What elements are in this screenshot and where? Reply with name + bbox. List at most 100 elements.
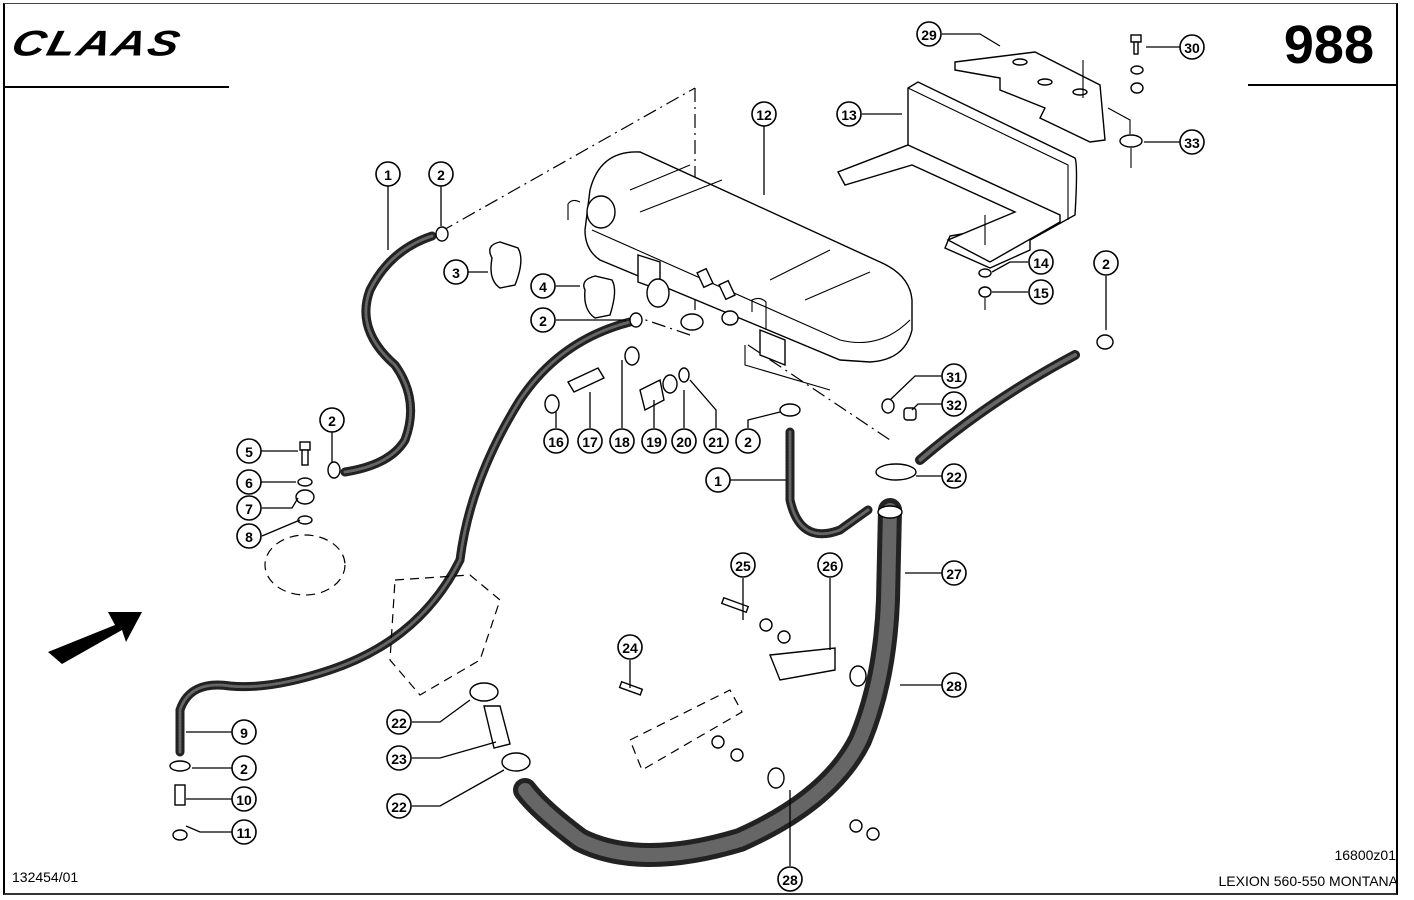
callout-26: 26 — [817, 552, 843, 578]
callout-17: 17 — [577, 428, 603, 454]
callout-circle — [386, 709, 412, 735]
callout-number: 7 — [245, 501, 253, 517]
callout-circle — [530, 307, 556, 333]
callout-number: 32 — [946, 397, 962, 413]
callout-28: 28 — [777, 866, 803, 892]
callout-circle — [428, 161, 454, 187]
callout-circle — [236, 469, 262, 495]
callout-22: 22 — [386, 709, 412, 735]
callout-3: 3 — [443, 259, 469, 285]
callout-circle — [735, 428, 761, 454]
callout-19: 19 — [641, 428, 667, 454]
callout-1: 1 — [705, 467, 731, 493]
callout-10: 10 — [231, 786, 257, 812]
model-name: LEXION 560-550 MONTANA — [1218, 873, 1398, 889]
sheet-frame — [3, 3, 1398, 895]
callout-number: 18 — [614, 434, 630, 450]
callout-16: 16 — [543, 428, 569, 454]
callout-circle — [1028, 279, 1054, 305]
mounting-bracket — [837, 81, 1078, 269]
callout-circle — [751, 101, 777, 127]
callout-2: 2 — [428, 161, 454, 187]
callout-circle — [609, 428, 635, 454]
callout-23: 23 — [386, 745, 412, 771]
callout-circle — [705, 467, 731, 493]
callout-number: 23 — [391, 751, 407, 767]
callout-8: 8 — [236, 523, 262, 549]
callout-2: 2 — [735, 428, 761, 454]
callout-circle — [703, 428, 729, 454]
callout-number: 1 — [714, 473, 722, 489]
callout-2: 2 — [319, 407, 345, 433]
callout-circle — [941, 363, 967, 389]
callout-number: 2 — [437, 167, 445, 183]
callout-30: 30 — [1179, 34, 1205, 60]
callout-circle — [836, 101, 862, 127]
callout-27: 27 — [941, 560, 967, 586]
callout-number: 13 — [841, 107, 857, 123]
callout-circle — [236, 438, 262, 464]
callout-2: 2 — [231, 755, 257, 781]
callout-2: 2 — [530, 307, 556, 333]
header-rule-right — [1248, 84, 1398, 86]
callout-number: 1 — [384, 167, 392, 183]
callout-number: 2 — [328, 413, 336, 429]
callout-9: 9 — [231, 719, 257, 745]
callout-number: 8 — [245, 529, 253, 545]
callout-circle — [641, 428, 667, 454]
washer-and-nut — [978, 215, 992, 310]
callout-number: 24 — [622, 640, 638, 656]
hoses — [175, 231, 1080, 867]
callout-25: 25 — [730, 552, 756, 578]
callout-number: 14 — [1033, 255, 1049, 271]
callout-circle — [941, 672, 967, 698]
callout-circle — [916, 21, 942, 47]
centerline — [439, 87, 696, 233]
callout-number: 12 — [756, 107, 772, 123]
callout-number: 31 — [946, 369, 962, 385]
callout-number: 22 — [391, 715, 407, 731]
callout-circle — [443, 259, 469, 285]
callout-22: 22 — [941, 463, 967, 489]
callout-number: 2 — [240, 761, 248, 777]
leader-lines — [185, 33, 1180, 866]
callout-circle — [530, 273, 556, 299]
expansion-tank — [567, 151, 913, 391]
callout-circle — [231, 819, 257, 845]
callout-circle — [617, 634, 643, 660]
callout-33: 33 — [1179, 129, 1205, 155]
callout-number: 29 — [921, 27, 937, 43]
centerline — [639, 317, 691, 336]
callout-21: 21 — [703, 428, 729, 454]
callout-14: 14 — [1028, 249, 1054, 275]
callout-number: 16 — [548, 434, 564, 450]
callout-circle — [236, 523, 262, 549]
callout-number: 3 — [452, 265, 460, 281]
callout-number: 28 — [946, 678, 962, 694]
callout-number: 11 — [237, 825, 252, 841]
callout-circle — [1093, 250, 1119, 276]
callout-11: 11 — [231, 819, 257, 845]
callout-number: 22 — [391, 799, 407, 815]
callout-number: 28 — [782, 872, 798, 888]
callout-18: 18 — [609, 428, 635, 454]
callout-circle — [236, 495, 262, 521]
callout-circle — [730, 552, 756, 578]
callout-number: 5 — [245, 444, 253, 460]
callout-number: 20 — [676, 434, 692, 450]
callout-2: 2 — [1093, 250, 1119, 276]
callout-1: 1 — [375, 161, 401, 187]
page-number: 988 — [1283, 15, 1374, 75]
callout-circle — [577, 428, 603, 454]
callout-number: 33 — [1184, 135, 1200, 151]
callout-number: 10 — [236, 792, 252, 808]
callout-number: 6 — [245, 475, 253, 491]
callout-number: 25 — [735, 558, 751, 574]
callout-circle — [671, 428, 697, 454]
callout-number: 26 — [822, 558, 838, 574]
callout-number: 4 — [539, 279, 547, 295]
callout-number: 30 — [1184, 40, 1200, 56]
